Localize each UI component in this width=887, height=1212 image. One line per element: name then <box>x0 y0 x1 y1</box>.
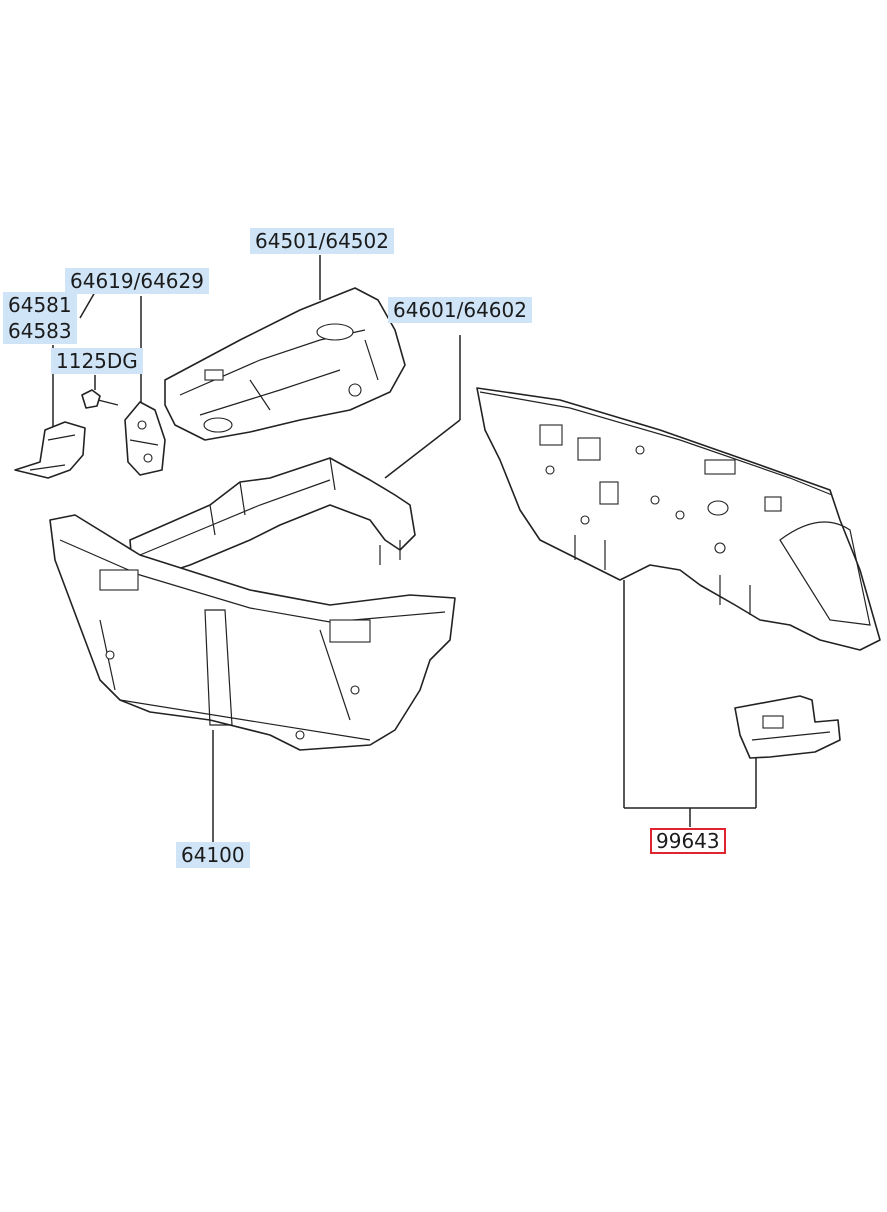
leader-lines <box>52 255 757 842</box>
callout-99643-highlighted[interactable]: 99643 <box>650 828 726 854</box>
fender-apron-part[interactable] <box>164 287 406 441</box>
callout-64100[interactable]: 64100 <box>176 842 250 868</box>
bolt-1125dg-part[interactable] <box>81 389 119 409</box>
callout-64583[interactable]: 64583 <box>3 318 77 344</box>
crossmember-part[interactable] <box>129 457 416 579</box>
bracket-64581-part[interactable] <box>14 421 86 479</box>
callout-64619-64629[interactable]: 64619/64629 <box>65 268 209 294</box>
callout-64601-64602[interactable]: 64601/64602 <box>388 297 532 323</box>
callout-1125dg[interactable]: 1125DG <box>51 348 143 374</box>
radiator-support-part[interactable] <box>49 514 456 751</box>
bracket-64619-part[interactable] <box>124 401 166 476</box>
dash-panel-part[interactable] <box>476 387 881 651</box>
callout-64501-64502[interactable]: 64501/64502 <box>250 228 394 254</box>
dash-bracket-part[interactable] <box>734 695 841 759</box>
callout-64581[interactable]: 64581 <box>3 292 77 318</box>
callout-99643-text: 99643 <box>656 829 720 853</box>
